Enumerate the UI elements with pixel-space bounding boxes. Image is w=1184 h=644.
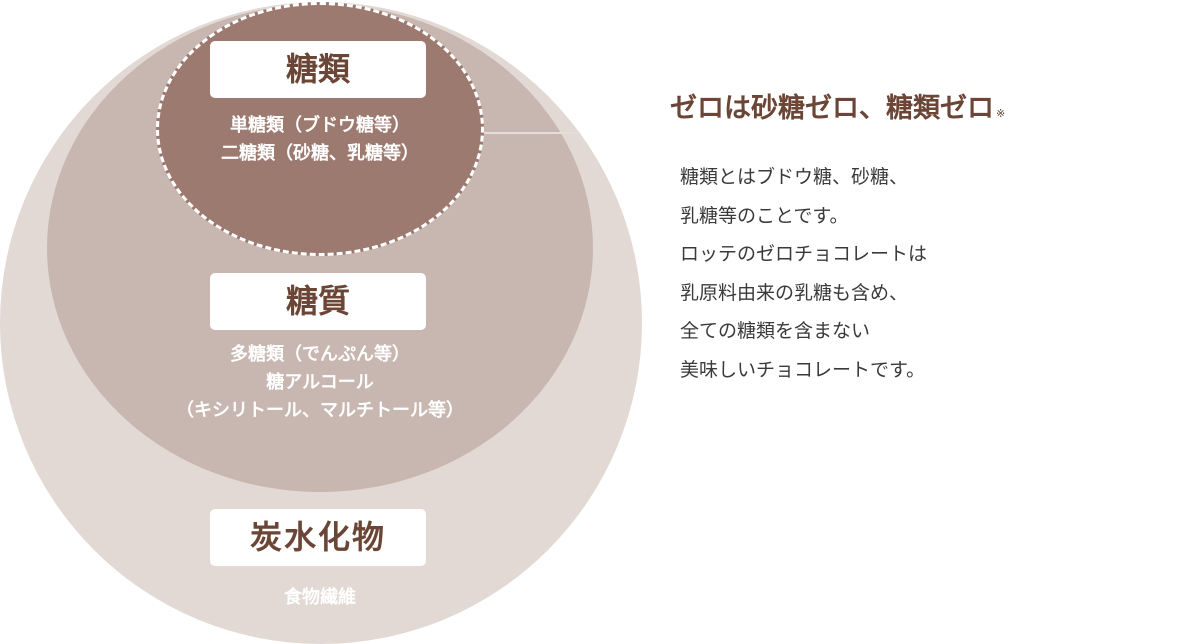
explanation-line: ロッテのゼロチョコレートは: [680, 243, 928, 265]
saccharide-desc-line: （キシリトール、マルチトール等）: [176, 400, 464, 421]
sugar-label: 糖類: [210, 41, 426, 98]
sugar-description: 単糖類（ブドウ糖等） 二糖類（砂糖、乳糖等）: [160, 112, 480, 168]
carbohydrate-label: 炭水化物: [210, 509, 426, 566]
explanation-line: 乳原料由来の乳糖も含め、: [680, 281, 909, 304]
explanation-body: 糖類とはブドウ糖、砂糖、 乳糖等のことです。 ロッテのゼロチョコレートは 乳原料…: [680, 158, 927, 389]
explanation-line: 糖類とはブドウ糖、砂糖、: [680, 166, 909, 188]
saccharide-label: 糖質: [210, 273, 426, 330]
carbohydrate-description: 食物繊維: [220, 584, 420, 612]
explanation-line: 乳糖等のことです。: [680, 204, 849, 227]
sugar-desc-line: 二糖類（砂糖、乳糖等）: [221, 143, 419, 164]
connector-line: [484, 132, 580, 134]
heading-text: ゼロは砂糖ゼロ、糖類ゼロ: [670, 93, 994, 124]
explanation-heading: ゼロは砂糖ゼロ、糖類ゼロ※: [670, 86, 1005, 125]
saccharide-description: 多糖類（でんぷん等） 糖アルコール （キシリトール、マルチトール等）: [120, 341, 520, 425]
carbohydrate-desc-line: 食物繊維: [284, 587, 356, 608]
saccharide-desc-line: 多糖類（でんぷん等）: [230, 344, 410, 365]
sugar-desc-line: 単糖類（ブドウ糖等）: [230, 115, 410, 136]
explanation-line: 全ての糖類を含まない: [680, 320, 871, 342]
explanation-line: 美味しいチョコレートです。: [680, 358, 926, 381]
saccharide-desc-line: 糖アルコール: [266, 372, 374, 393]
note-mark: ※: [996, 107, 1006, 120]
